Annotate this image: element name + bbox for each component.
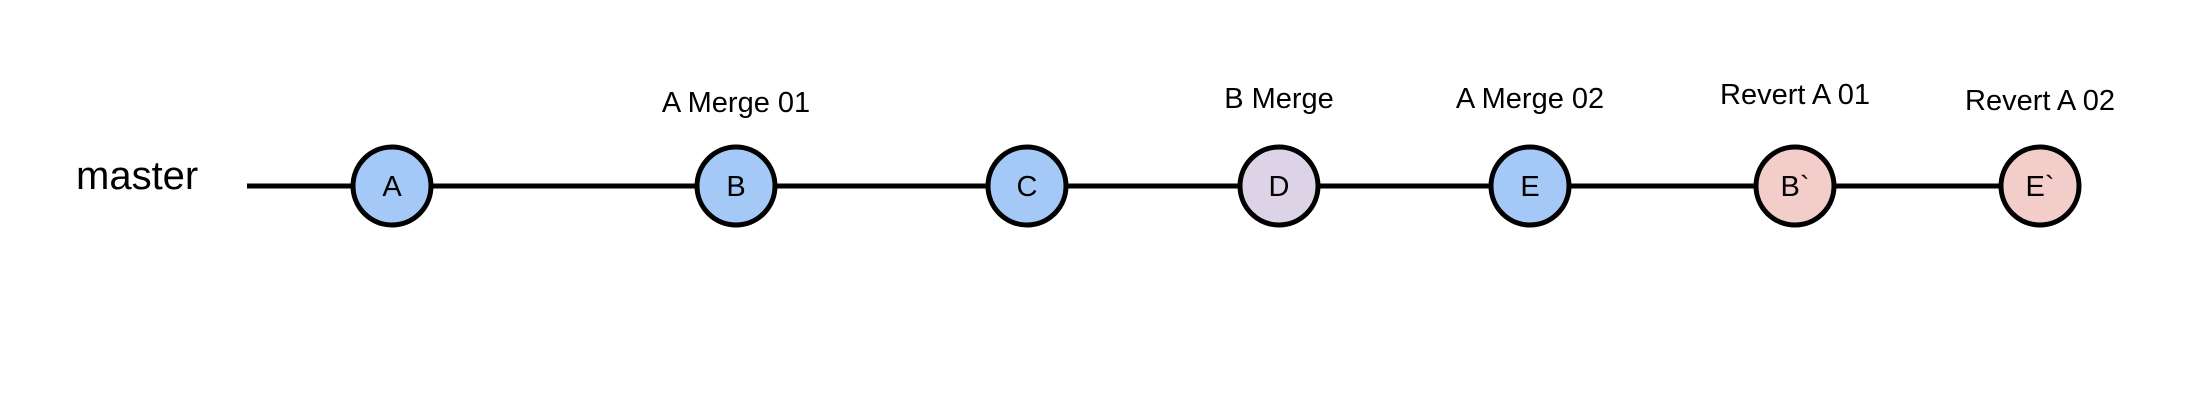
commit-circle	[1998, 144, 2082, 228]
commit-circle	[1753, 144, 1837, 228]
commit-node-b: B A Merge 01	[662, 87, 810, 228]
commit-label: Revert A 02	[1965, 85, 2115, 117]
commit-id: E	[1520, 171, 1539, 203]
commit-node-b-prime: B` Revert A 01	[1720, 79, 1870, 228]
branch-label-master: master	[76, 154, 199, 198]
commit-node-c: C	[985, 144, 1069, 228]
commit-id: C	[1017, 171, 1038, 203]
commit-circle	[1237, 144, 1321, 228]
commit-label: B Merge	[1224, 83, 1334, 115]
commit-label: Revert A 01	[1720, 79, 1870, 111]
commit-label: A Merge 02	[1456, 83, 1604, 115]
commit-circle	[694, 144, 778, 228]
commit-node-e: E A Merge 02	[1456, 83, 1604, 228]
commit-node-d: D B Merge	[1224, 83, 1334, 228]
commit-id: A	[382, 171, 402, 203]
commit-id: B`	[1781, 171, 1810, 203]
commit-label: A Merge 01	[662, 87, 810, 119]
commit-node-e-prime: E` Revert A 02	[1965, 85, 2115, 228]
commit-circle	[1488, 144, 1572, 228]
commit-circle	[350, 144, 434, 228]
commit-circle	[985, 144, 1069, 228]
commit-node-a: A	[350, 144, 434, 228]
commit-id: D	[1269, 171, 1290, 203]
commit-id: E`	[2026, 171, 2055, 203]
commit-id: B	[726, 171, 745, 203]
